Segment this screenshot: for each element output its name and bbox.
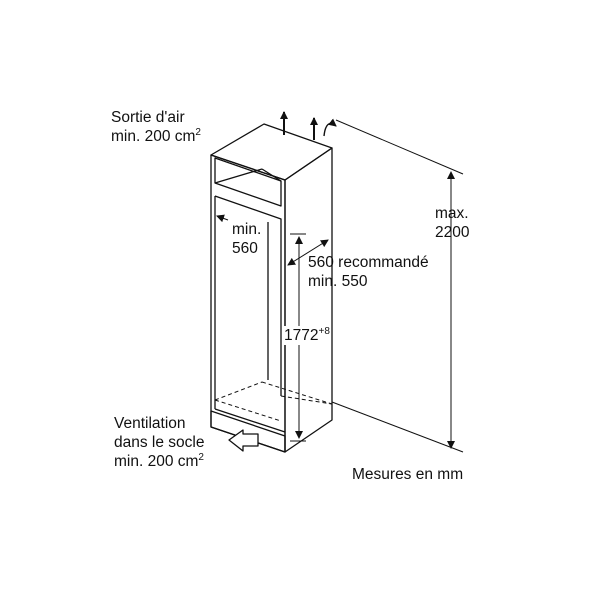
niche-height-tolerance: +8 xyxy=(318,326,330,337)
cabinet-front-frame xyxy=(210,154,286,453)
niche-height-value: 1772 xyxy=(284,327,319,344)
cabinet-niche xyxy=(210,123,333,453)
air-outlet-line1: Sortie d'air xyxy=(111,109,185,126)
niche-height-label: 1772+8 xyxy=(283,326,331,345)
min-width-label: min. 560 xyxy=(232,220,261,258)
air-outlet-value: min. 200 cm xyxy=(111,128,196,145)
max-height-dimension xyxy=(331,119,464,453)
ventilation-value: min. 200 cm xyxy=(114,453,199,470)
ventilation-unit-exponent: 2 xyxy=(198,452,204,463)
min-width-line1: min. xyxy=(232,221,262,238)
ventilation-line1: Ventilation xyxy=(114,415,186,432)
top-compartment xyxy=(214,157,282,207)
depth-dimension xyxy=(287,239,329,266)
depth-line2: min. 550 xyxy=(308,273,368,290)
air-outlet-unit-exponent: 2 xyxy=(195,127,201,138)
depth-line1: 560 recommandé xyxy=(308,254,429,271)
ventilation-label: Ventilation dans le socle min. 200 cm2 xyxy=(114,414,204,471)
air-outlet-line2: min. 200 cm2 xyxy=(111,127,201,146)
units-note: Mesures en mm xyxy=(352,465,463,484)
max-height-value: 2200 xyxy=(435,224,470,241)
max-height-label: max. 2200 xyxy=(435,204,469,242)
max-height-line1: max. xyxy=(435,205,469,222)
niche-opening xyxy=(214,195,282,396)
width-dimension xyxy=(216,214,229,223)
ventilation-arrow xyxy=(228,429,259,452)
depth-label: 560 recommandé min. 550 xyxy=(308,253,429,291)
min-width-value: 560 xyxy=(232,240,258,257)
ventilation-line2: dans le socle xyxy=(114,434,205,451)
cabinet-right-side xyxy=(284,147,333,453)
air-curve-arrow xyxy=(323,118,337,137)
air-outlet-arrows xyxy=(280,111,318,140)
air-outlet-label: Sortie d'air min. 200 cm2 xyxy=(111,108,201,146)
plinth xyxy=(210,410,286,453)
ventilation-line3: min. 200 cm2 xyxy=(114,452,204,471)
units-note-text: Mesures en mm xyxy=(352,466,464,483)
